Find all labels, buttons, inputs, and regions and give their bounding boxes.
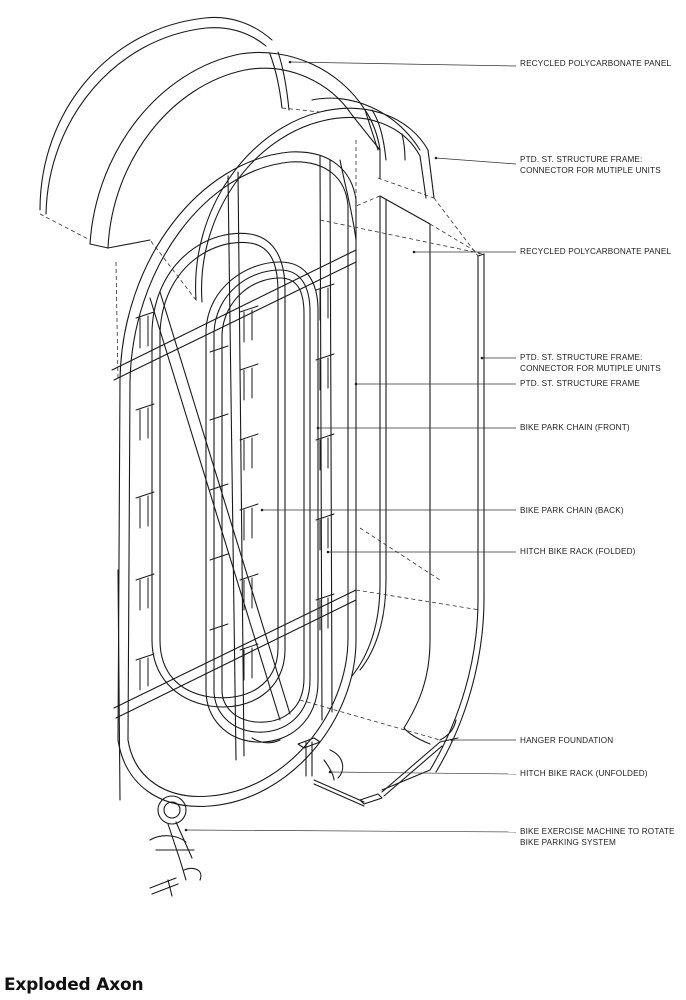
- callout-line: HANGER FOUNDATION: [520, 736, 614, 745]
- side-polycarbonate-panel: [351, 195, 431, 745]
- callout-rack-unfolded: HITCH BIKE RACK (UNFOLDED): [520, 768, 648, 779]
- bike-park-chain-back: [151, 232, 286, 708]
- callout-line: PTD. ST. STRUCTURE FRAME:: [520, 353, 643, 362]
- callout-line: CONNECTOR FOR MUTIPLE UNITS: [520, 364, 661, 373]
- callout-line: PTD. ST. STRUCTURE FRAME:: [520, 155, 643, 164]
- callout-line: RECYCLED POLYCARBONATE PANEL: [520, 247, 672, 256]
- hanger-foundation: [381, 719, 459, 797]
- leader-rack-unfolded: [329, 771, 517, 775]
- callout-panel-side: RECYCLED POLYCARBONATE PANEL: [520, 246, 671, 257]
- callout-line: BIKE PARK CHAIN (FRONT): [520, 423, 630, 432]
- leader-exercise-machine: [185, 829, 517, 833]
- leader-frame-connector-top: [435, 157, 517, 165]
- callout-hanger-foundation: HANGER FOUNDATION: [520, 735, 613, 746]
- callout-line: PTD. ST. STRUCTURE FRAME: [520, 379, 641, 388]
- callout-frame: PTD. ST. STRUCTURE FRAME: [520, 378, 640, 389]
- leader-panel-top: [289, 61, 517, 67]
- callout-line: HITCH BIKE RACK (UNFOLDED): [520, 769, 648, 778]
- drawing-title: Exploded Axon: [4, 975, 144, 995]
- callout-line: BIKE PARK CHAIN (BACK): [520, 506, 624, 515]
- callout-line: BIKE EXERCISE MACHINE TO ROTATE: [520, 827, 675, 836]
- callout-chain-back: BIKE PARK CHAIN (BACK): [520, 505, 624, 516]
- bike-park-chain-front: [205, 261, 319, 743]
- top-polycarbonate-panel: [39, 16, 381, 249]
- callout-line: RECYCLED POLYCARBONATE PANEL: [520, 59, 672, 68]
- hitch-rack-unfolded: [297, 737, 383, 807]
- hitch-racks-folded: [135, 283, 335, 691]
- callout-frame-connector-top: PTD. ST. STRUCTURE FRAME: CONNECTOR FOR …: [520, 154, 661, 176]
- top-frame-connector: [195, 97, 435, 303]
- callout-chain-front: BIKE PARK CHAIN (FRONT): [520, 422, 630, 433]
- callout-panel-top: RECYCLED POLYCARBONATE PANEL: [520, 58, 671, 69]
- callout-line: BIKE PARKING SYSTEM: [520, 838, 616, 847]
- bike-exercise-machine: [149, 795, 202, 897]
- callout-line: HITCH BIKE RACK (FOLDED): [520, 547, 636, 556]
- callout-line: CONNECTOR FOR MUTIPLE UNITS: [520, 166, 661, 175]
- callout-exercise-machine: BIKE EXERCISE MACHINE TO ROTATE BIKE PAR…: [520, 826, 675, 848]
- main-structure-frame: [111, 151, 357, 807]
- callout-frame-connector-side: PTD. ST. STRUCTURE FRAME: CONNECTOR FOR …: [520, 352, 661, 374]
- side-frame-connector: [381, 253, 485, 791]
- callout-rack-folded: HITCH BIKE RACK (FOLDED): [520, 546, 636, 557]
